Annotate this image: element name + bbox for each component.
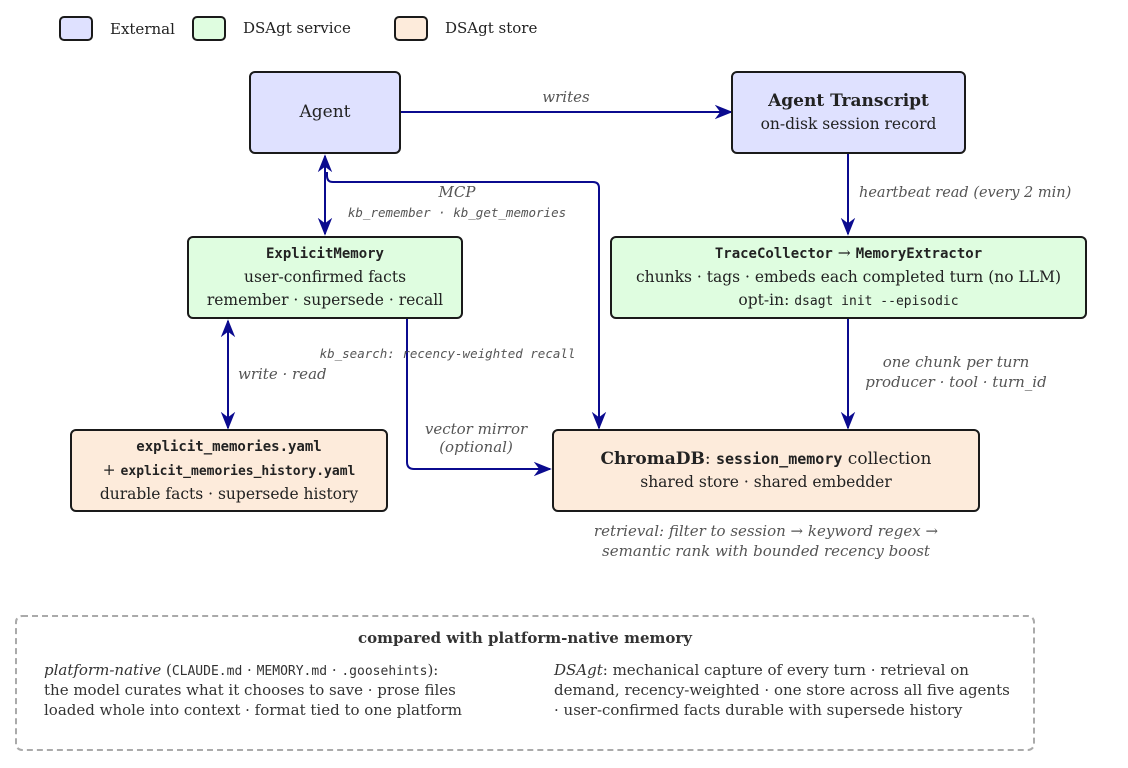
comparison-right-line1-text: : mechanical capture of every turn · ret…: [602, 661, 969, 679]
yaml-store-title: explicit_memories.yaml: [136, 438, 322, 455]
chromadb-sep: :: [704, 448, 716, 469]
comparison-title: compared with platform-native memory: [358, 629, 692, 647]
edge-agent-to-chromadb: [326, 172, 607, 430]
comparison-right-line1: DSAgt: mechanical capture of every turn …: [554, 660, 969, 680]
comparison-left-line2: the model curates what it chooses to sav…: [44, 681, 456, 699]
explicit-memory-line1: user-confirmed facts: [243, 268, 407, 286]
chromadb-collection-name: session_memory: [715, 449, 843, 468]
edge-label-kb-search: kb_search: recency-weighted recall: [319, 346, 576, 361]
yaml-store-line2: durable facts · supersede history: [99, 484, 359, 503]
sep-2: ·: [327, 661, 342, 679]
edge-label-writes: writes: [542, 88, 590, 106]
yaml-store-line1: + explicit_memories_history.yaml: [103, 459, 356, 483]
optin-command: dsagt init --episodic: [794, 294, 959, 309]
optin-label: opt-in:: [738, 291, 795, 309]
edge-label-mcp: MCP: [438, 183, 476, 201]
edge-vector-mirror: [406, 319, 552, 477]
edge-label-chunk-2: producer · tool · turn_id: [865, 373, 1047, 391]
arrow-icon: →: [832, 244, 856, 262]
agent-label: Agent: [299, 102, 351, 122]
dsagt-label: DSAgt: [554, 661, 603, 679]
platform-native-label: platform-native: [44, 661, 162, 679]
file-claude: CLAUDE.md: [171, 664, 243, 679]
retrieval-note-2: semantic rank with bounded recency boost: [602, 542, 930, 560]
transcript-subtitle: on-disk session record: [760, 114, 937, 133]
file-memory: MEMORY.md: [256, 664, 328, 679]
explicit-memory-line2: remember · supersede · recall: [206, 291, 444, 309]
legend-service-label: DSAgt service: [243, 19, 351, 37]
yaml-plus: +: [102, 460, 121, 479]
comparison-right-line2: demand, recency-weighted · one store acr…: [554, 681, 1010, 699]
edge-label-chunk-1: one chunk per turn: [882, 353, 1030, 371]
edge-label-vector-mirror-1: vector mirror: [424, 420, 528, 438]
paren-open: (: [161, 661, 172, 679]
chromadb-name: ChromaDB: [600, 448, 705, 469]
explicit-memory-title: ExplicitMemory: [265, 246, 384, 262]
legend-external-label: External: [110, 20, 175, 38]
trace-collector-title: TraceCollector → MemoryExtractor: [715, 242, 982, 266]
sep-1: ·: [242, 661, 257, 679]
legend-store-label: DSAgt store: [445, 19, 538, 37]
edge-label-write-read: write · read: [238, 365, 327, 383]
yaml-history-file: explicit_memories_history.yaml: [120, 463, 356, 479]
legend-service-swatch: [192, 16, 226, 41]
trace-collector-optin: opt-in: dsagt init --episodic: [738, 289, 958, 313]
comparison-left-line1: platform-native (CLAUDE.md · MEMORY.md ·…: [44, 660, 438, 682]
explicit-memory-node: ExplicitMemory user-confirmed facts reme…: [187, 236, 463, 319]
trace-collector-title-a: TraceCollector: [714, 246, 833, 262]
file-goosehints: .goosehints: [341, 664, 428, 679]
edge-label-mcp-tools: kb_remember · kb_get_memories: [347, 205, 567, 220]
chromadb-collection-word: collection: [842, 448, 932, 469]
transcript-node: Agent Transcript on-disk session record: [731, 71, 966, 154]
trace-collector-line1: chunks · tags · embeds each completed tu…: [636, 268, 1061, 286]
chromadb-title: ChromaDB: session_memory collection: [601, 448, 932, 471]
legend-external-swatch: [59, 16, 93, 41]
transcript-title: Agent Transcript: [768, 90, 929, 111]
chromadb-node: ChromaDB: session_memory collection shar…: [552, 429, 980, 512]
comparison-panel: compared with platform-native memory pla…: [15, 615, 1035, 751]
edge-label-vector-mirror-2: (optional): [439, 438, 513, 456]
comparison-left-line3: loaded whole into context · format tied …: [44, 701, 462, 719]
memory-extractor-title: MemoryExtractor: [855, 246, 983, 262]
trace-collector-node: TraceCollector → MemoryExtractor chunks …: [610, 236, 1087, 319]
agent-node: Agent: [249, 71, 401, 154]
legend-store-swatch: [394, 16, 428, 41]
paren-close: ):: [427, 661, 439, 679]
retrieval-note-1: retrieval: filter to session → keyword r…: [593, 522, 939, 540]
edge-label-heartbeat: heartbeat read (every 2 min): [859, 185, 1072, 201]
chromadb-subtitle: shared store · shared embedder: [640, 472, 892, 491]
comparison-right-line3: · user-confirmed facts durable with supe…: [554, 701, 963, 719]
yaml-store-node: explicit_memories.yaml + explicit_memori…: [70, 429, 388, 512]
